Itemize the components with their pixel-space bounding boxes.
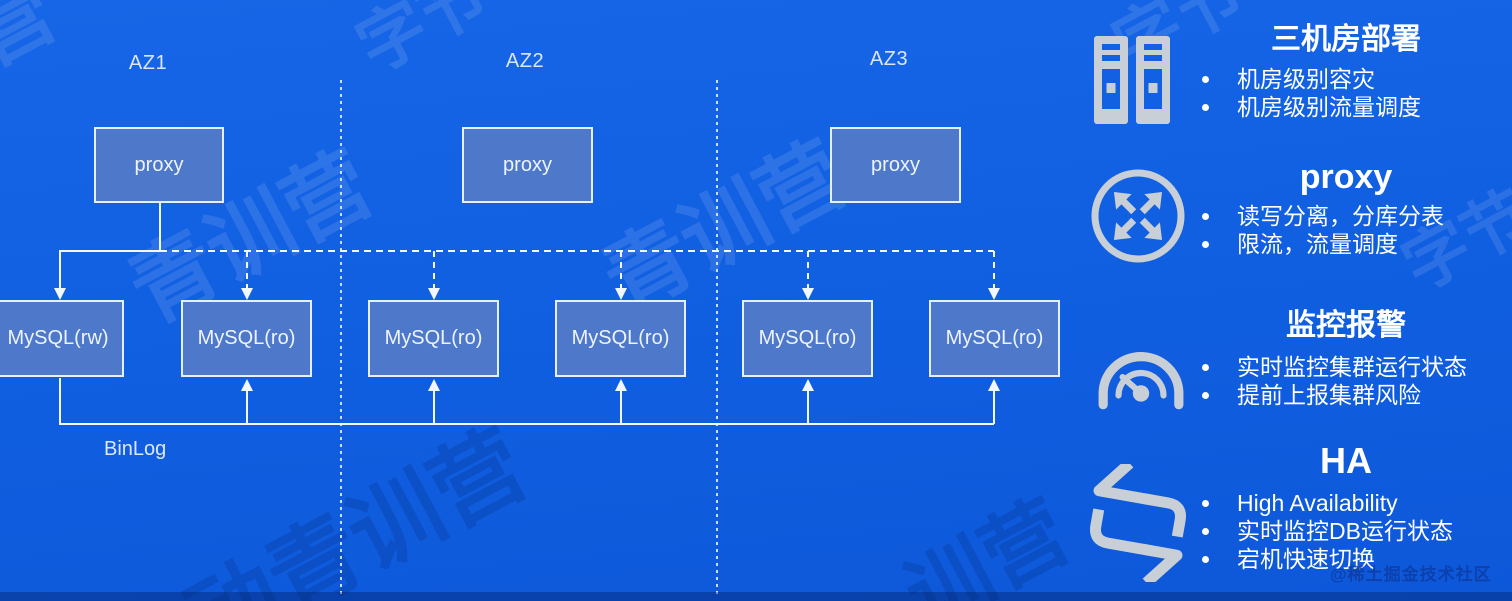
feature-section: HA High Availability 实时监控DB运行状态 宕机快速切换 [1196,440,1496,573]
proxy-node-label: proxy [503,153,552,176]
feature-bullet: 实时监控集群运行状态 [1196,353,1496,381]
feature-bullet-text: 限流，流量调度 [1237,231,1398,257]
bullet-dot-icon [1202,500,1209,507]
feature-title: 监控报警 [1286,309,1406,342]
feature-bullet: 机房级别流量调度 [1196,93,1496,121]
feature-bullet: 实时监控DB运行状态 [1196,517,1496,545]
bullet-dot-icon [1202,213,1209,220]
proxy-node: proxy [94,127,224,203]
feature-bullet: 读写分离，分库分表 [1196,202,1496,230]
feature-bullet-text: High Availability [1237,490,1398,516]
mysql-node: MySQL(ro) [929,300,1060,377]
mysql-node: MySQL(rw) [0,300,124,377]
bullet-dot-icon [1202,392,1209,399]
mysql-node-label: MySQL(rw) [7,327,109,349]
traffic-router-icon [1091,169,1185,263]
feature-section: 三机房部署 机房级别容灾 机房级别流量调度 [1196,14,1496,121]
feature-section: 监控报警 实时监控集群运行状态 提前上报集群风险 [1196,300,1496,409]
feature-bullet-text: 实时监控集群运行状态 [1237,354,1467,380]
bullet-dot-icon [1202,556,1209,563]
feature-bullet: 提前上报集群风险 [1196,381,1496,409]
feature-bullet: 限流，流量调度 [1196,230,1496,258]
swap-arrows-icon [1090,464,1186,582]
server-racks-icon [1094,36,1170,124]
gauge-icon [1098,352,1184,410]
feature-bullet-text: 实时监控DB运行状态 [1237,518,1453,544]
feature-bullet-text: 机房级别流量调度 [1237,94,1421,120]
bullet-dot-icon [1202,104,1209,111]
mysql-node: MySQL(ro) [368,300,499,377]
feature-bullet: 宕机快速切换 [1196,545,1496,573]
feature-title: HA [1320,440,1372,481]
connector-lines [54,80,1000,595]
feature-bullet: 机房级别容灾 [1196,65,1496,93]
az-label: AZ2 [505,50,545,72]
feature-section: proxy 读写分离，分库分表 限流，流量调度 [1196,158,1496,258]
feature-bullet-text: 读写分离，分库分表 [1237,203,1444,229]
bullet-dot-icon [1202,76,1209,83]
mysql-node: MySQL(ro) [742,300,873,377]
feature-bullet-text: 提前上报集群风险 [1237,382,1421,408]
bottom-bar [0,592,1512,601]
feature-title: 三机房部署 [1271,23,1421,56]
proxy-node: proxy [830,127,961,203]
az-label: AZ1 [128,52,168,74]
feature-bullet-text: 宕机快速切换 [1237,546,1375,572]
binlog-label: BinLog [104,438,167,460]
mysql-node-label: MySQL(ro) [758,327,857,349]
feature-bullet: High Availability [1196,489,1496,517]
mysql-node: MySQL(ro) [555,300,686,377]
feature-title: proxy [1299,158,1393,196]
mysql-node-label: MySQL(ro) [384,327,483,349]
mysql-node-label: MySQL(ro) [571,327,670,349]
proxy-node: proxy [462,127,593,203]
bullet-dot-icon [1202,241,1209,248]
bullet-dot-icon [1202,364,1209,371]
proxy-node-label: proxy [134,153,184,176]
az-label: AZ3 [869,48,909,70]
bullet-dot-icon [1202,528,1209,535]
mysql-node-label: MySQL(ro) [945,327,1044,349]
feature-bullet-text: 机房级别容灾 [1237,66,1375,92]
proxy-node-label: proxy [871,153,920,176]
mysql-node-label: MySQL(ro) [197,327,296,349]
mysql-node: MySQL(ro) [181,300,312,377]
